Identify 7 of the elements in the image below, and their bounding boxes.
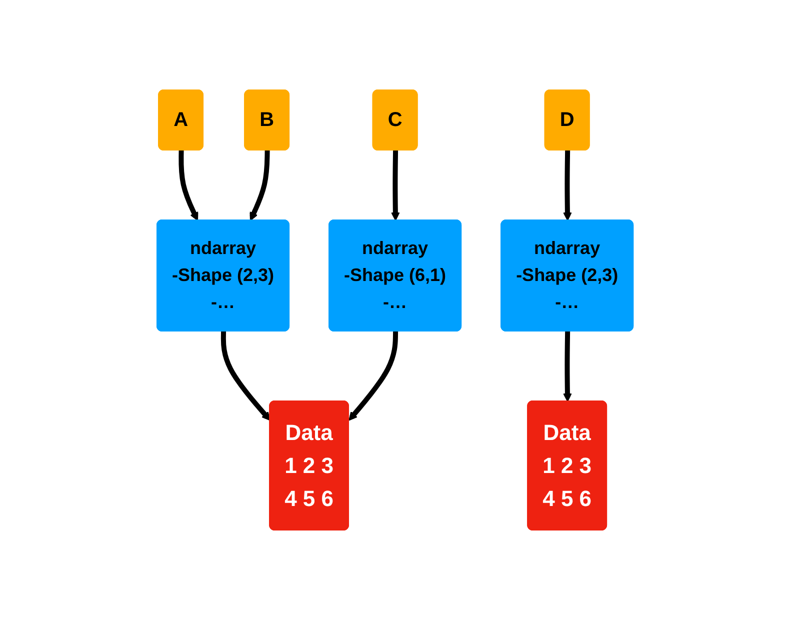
arrow [391,150,400,221]
arrow [348,331,398,421]
arrow [250,150,270,221]
arrow [178,150,198,221]
arrow [563,150,572,221]
arrow [563,331,572,402]
arrow [220,331,270,421]
